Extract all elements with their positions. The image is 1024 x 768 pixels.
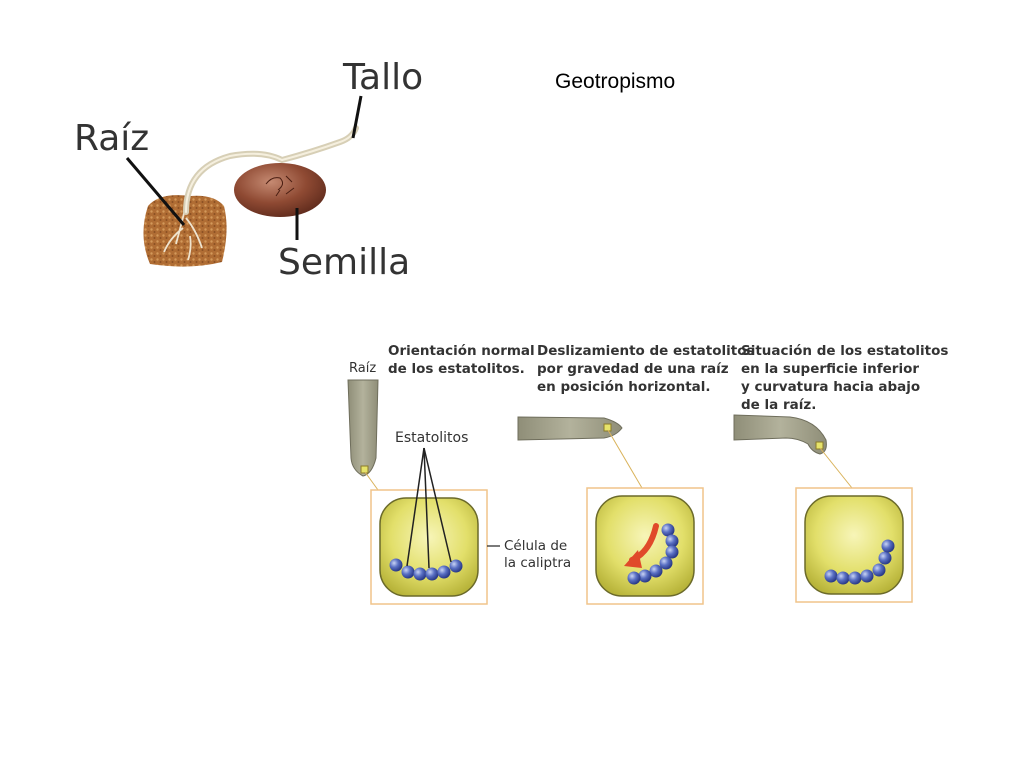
cell-frame-1 (370, 489, 488, 605)
soil-clump (143, 195, 227, 267)
label-root: Raíz (74, 118, 149, 159)
label-statoliths: Estatolitos (395, 430, 468, 446)
root-horizontal (517, 416, 623, 441)
stem-pointer (351, 95, 363, 139)
root-curving (733, 414, 827, 455)
zoom-marker-3 (815, 441, 824, 450)
statolith-group-3 (824, 539, 895, 585)
panel2-caption: Deslizamiento de estatolitos por graveda… (537, 343, 759, 395)
slide-title: Geotropismo (555, 70, 676, 93)
zoom-marker-2 (603, 423, 612, 432)
seedling-illustration: Tallo Raíz Semilla (74, 57, 423, 283)
statolith-group-2 (627, 523, 679, 585)
zoom-marker-1 (360, 465, 369, 474)
cell-frame-3 (795, 487, 913, 603)
statolith-panels: Orientación normal de los estatolitos. D… (347, 343, 953, 605)
statoliths-pointer (406, 447, 452, 569)
statolith-group-1 (389, 558, 463, 581)
cell-1 (379, 497, 479, 597)
root-vertical (347, 379, 379, 477)
panel3-caption: Situación de los estatolitos en la super… (741, 343, 953, 413)
cell-frame-2 (586, 487, 704, 605)
label-seed: Semilla (278, 242, 410, 283)
root-pointer (125, 157, 186, 226)
label-stem: Tallo (342, 57, 423, 98)
label-cell: Célula de la caliptra (504, 538, 572, 571)
sliding-arrow (624, 523, 659, 568)
panel1-caption: Orientación normal de los estatolitos. (388, 343, 539, 377)
label-root-small: Raíz (349, 361, 376, 376)
